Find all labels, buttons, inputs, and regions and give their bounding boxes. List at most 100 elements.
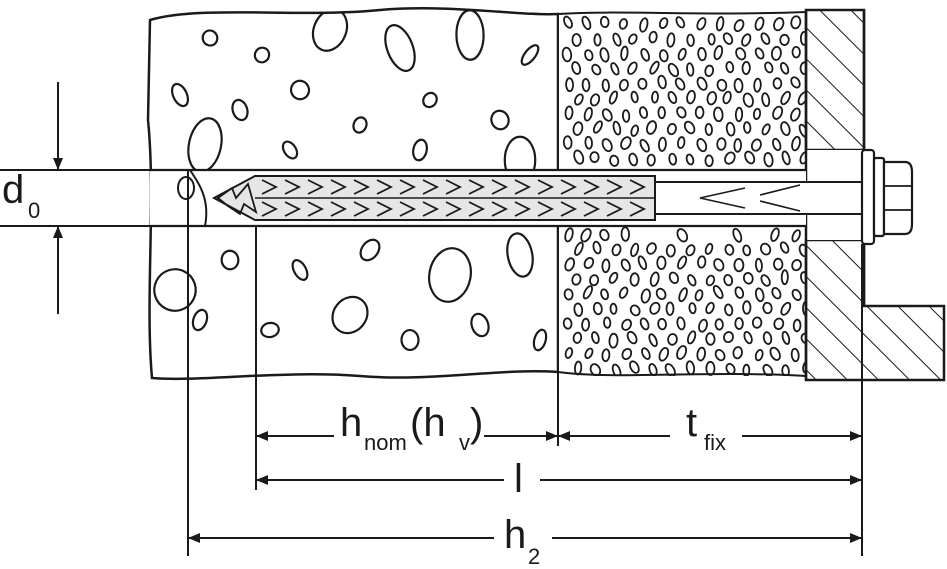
dimension-tfix: t fix xyxy=(558,401,862,455)
plaster-dot xyxy=(760,32,771,45)
plaster-dot xyxy=(742,300,752,315)
plaster-dot xyxy=(771,287,782,300)
plaster-dot xyxy=(780,269,789,286)
plaster-dot xyxy=(735,47,747,61)
plaster-dot xyxy=(742,272,754,285)
plaster-dot xyxy=(571,61,582,75)
hnom-label: h xyxy=(340,401,362,445)
plaster-dot xyxy=(630,90,639,104)
plaster-dot xyxy=(733,19,745,33)
aggregate-pebble xyxy=(384,24,416,72)
plaster-dot xyxy=(754,348,764,362)
plaster-dot xyxy=(685,244,696,257)
plaster-dot xyxy=(686,330,697,345)
aggregate-pebble xyxy=(331,295,369,335)
plaster-dot xyxy=(620,226,631,242)
plaster-dot xyxy=(770,227,780,242)
plaster-dot xyxy=(562,317,573,330)
plaster-dot xyxy=(716,137,727,151)
plaster-dot xyxy=(629,304,641,317)
plaster-dot xyxy=(627,61,638,75)
plaster-dot xyxy=(610,62,620,76)
hv-subscript: v xyxy=(459,430,470,455)
aggregate-pebble xyxy=(220,249,240,271)
plaster-dot xyxy=(697,47,707,62)
plaster-dot xyxy=(724,303,734,317)
plaster-dot xyxy=(762,331,773,345)
plaster-dot xyxy=(667,333,678,346)
plaster-dot xyxy=(725,121,736,137)
plaster-dot xyxy=(712,285,724,300)
plaster-dot xyxy=(608,271,619,284)
plaster-dot xyxy=(734,286,745,299)
aggregate-pebble xyxy=(470,312,490,338)
plaster-dot xyxy=(639,138,650,153)
plaster-dot xyxy=(734,317,744,330)
aggregate-pebble xyxy=(359,238,381,262)
plaster-dot xyxy=(705,332,716,346)
aggregate-pebble xyxy=(506,232,534,278)
aggregate-pebble xyxy=(253,46,271,64)
plaster-dot xyxy=(792,318,802,333)
plaster-dot xyxy=(791,46,801,59)
aggregate-pebble xyxy=(520,44,540,66)
plaster-dot xyxy=(791,259,802,272)
plaster-dot xyxy=(790,107,801,122)
plaster-dot xyxy=(565,77,575,93)
plaster-dot xyxy=(599,228,610,242)
plaster-dot xyxy=(769,346,781,361)
plaster-dot xyxy=(641,347,651,360)
plaster-dot xyxy=(562,135,573,150)
plaster-dot xyxy=(572,121,584,136)
dimension-h2: h 2 xyxy=(188,513,862,569)
aggregate-pebble xyxy=(289,79,311,101)
aggregate-pebble xyxy=(153,268,197,312)
plug-rib xyxy=(284,179,302,217)
plaster-dot xyxy=(561,46,573,63)
plaster-dot xyxy=(620,45,629,61)
plaster-dot xyxy=(763,152,774,168)
plaster-dot xyxy=(696,17,707,31)
plaster-dot xyxy=(760,274,771,287)
plaster-dot xyxy=(677,47,687,61)
plaster-dot xyxy=(646,120,657,135)
plaster-dot xyxy=(601,108,613,122)
plaster-dot xyxy=(589,93,601,107)
plaster-dot xyxy=(674,77,686,91)
plaster-dot xyxy=(601,348,611,363)
plug-rib xyxy=(376,179,394,217)
plaster-dot xyxy=(770,45,782,61)
tfix-subscript: fix xyxy=(704,430,726,455)
aggregate-pebble xyxy=(201,29,219,47)
plaster-dot xyxy=(563,288,574,301)
plaster-dot xyxy=(732,346,743,360)
plaster-dot xyxy=(620,258,631,272)
plaster-dot xyxy=(581,15,592,31)
plaster-dot xyxy=(696,138,708,153)
plaster-dot xyxy=(722,90,732,105)
plaster-dot xyxy=(601,138,613,153)
plaster-dot xyxy=(744,150,756,165)
plaster-dot xyxy=(592,120,603,134)
aggregate-pebble xyxy=(352,116,368,134)
plaster-dot xyxy=(637,255,648,271)
aggregate-pebble xyxy=(281,140,299,160)
plaster-dot xyxy=(639,317,650,331)
plaster-dot xyxy=(791,135,801,152)
plaster-dot xyxy=(639,17,649,33)
h2-label: h xyxy=(504,513,526,557)
plaster-dot xyxy=(760,242,772,256)
plaster-dot xyxy=(657,74,667,90)
plaster-dot xyxy=(584,347,594,359)
aggregate-pebble xyxy=(231,98,249,122)
plaster-dot xyxy=(612,120,622,136)
plaster-dot xyxy=(665,244,676,258)
plaster-dot xyxy=(675,16,686,29)
plaster-dot xyxy=(628,152,639,167)
plaster-dot xyxy=(713,106,724,123)
plaster-dot xyxy=(609,154,620,167)
plaster-dot xyxy=(628,33,638,45)
aggregate-pebble xyxy=(428,247,472,303)
plaster-dot xyxy=(612,32,622,47)
plaster-dot xyxy=(649,271,660,287)
